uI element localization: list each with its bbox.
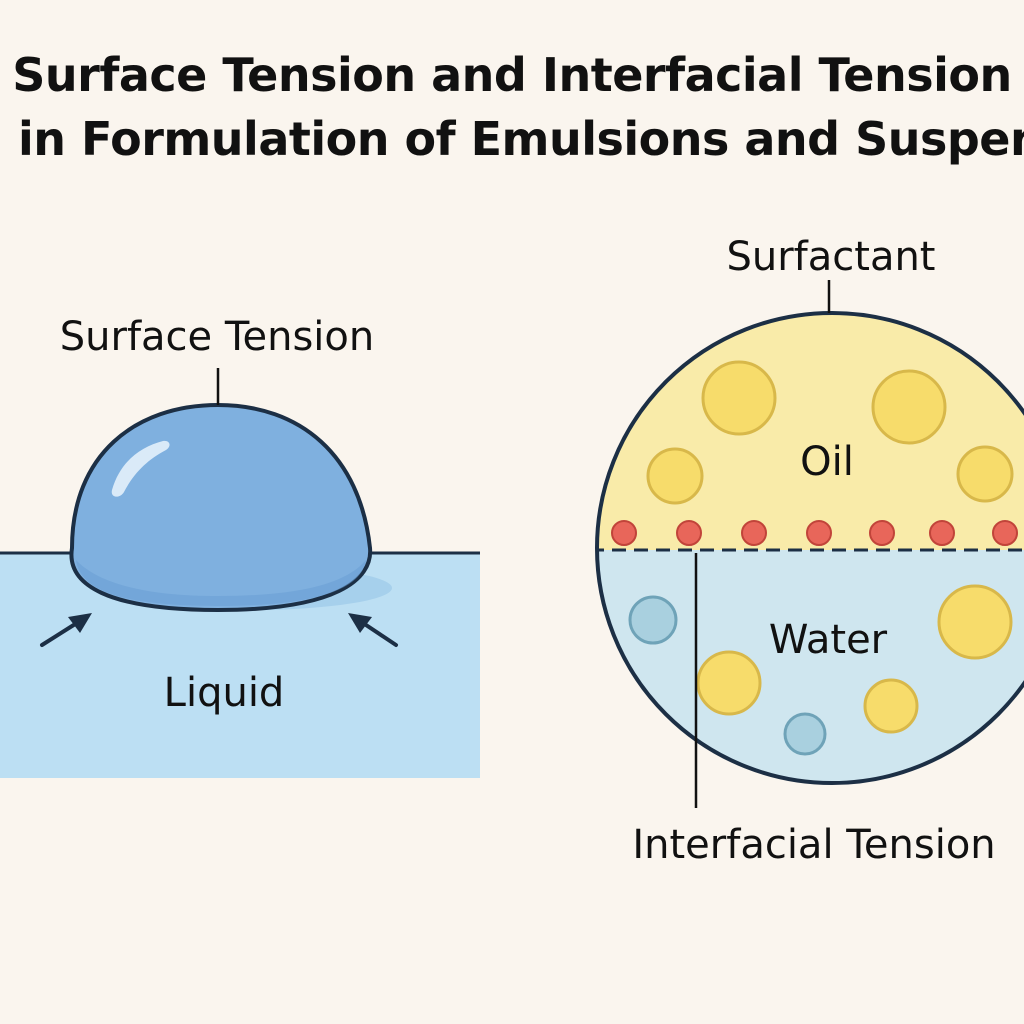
surfactant-molecule: [741, 520, 767, 546]
oil-droplet: [701, 360, 777, 436]
left-contact-arrow: [40, 613, 92, 647]
surfactant-molecule: [611, 520, 637, 546]
surfactant-molecule: [676, 520, 702, 546]
title-line-2: in Formulation of Emulsions and Suspensi: [18, 112, 1024, 166]
oil-droplet: [696, 650, 762, 716]
oil-droplet: [956, 445, 1014, 503]
emulsion-circle-outline: [595, 311, 1024, 785]
oil-droplet: [871, 369, 947, 445]
oil-droplet: [646, 447, 704, 505]
oil-droplet: [937, 584, 1013, 660]
liquid-droplet: [69, 403, 373, 612]
oil-phase: [597, 313, 1024, 550]
emulsion-panel: Surfactant Oil Water Interfacial Tension: [595, 234, 1024, 868]
oil-droplet: [863, 678, 919, 734]
water-droplet: [783, 712, 827, 756]
interfacial-tension-label: Interfacial Tension: [632, 822, 995, 868]
water-droplet: [628, 595, 678, 645]
water-label: Water: [769, 617, 888, 663]
droplet-highlight: [111, 440, 170, 497]
droplet-lower-tone: [76, 560, 366, 606]
surfactant-molecule: [992, 520, 1018, 546]
surface-tension-panel: Surface Tension Liquid: [0, 314, 480, 778]
surfactant-molecule: [869, 520, 895, 546]
liquid-label: Liquid: [164, 670, 285, 716]
right-contact-arrow: [348, 613, 398, 647]
surfactant-molecule: [806, 520, 832, 546]
title-line-1: Surface Tension and Interfacial Tension: [12, 48, 1012, 102]
surfactant-molecule: [929, 520, 955, 546]
surface-tension-label: Surface Tension: [60, 314, 374, 360]
oil-label: Oil: [800, 439, 854, 485]
surfactant-label: Surfactant: [726, 234, 935, 280]
